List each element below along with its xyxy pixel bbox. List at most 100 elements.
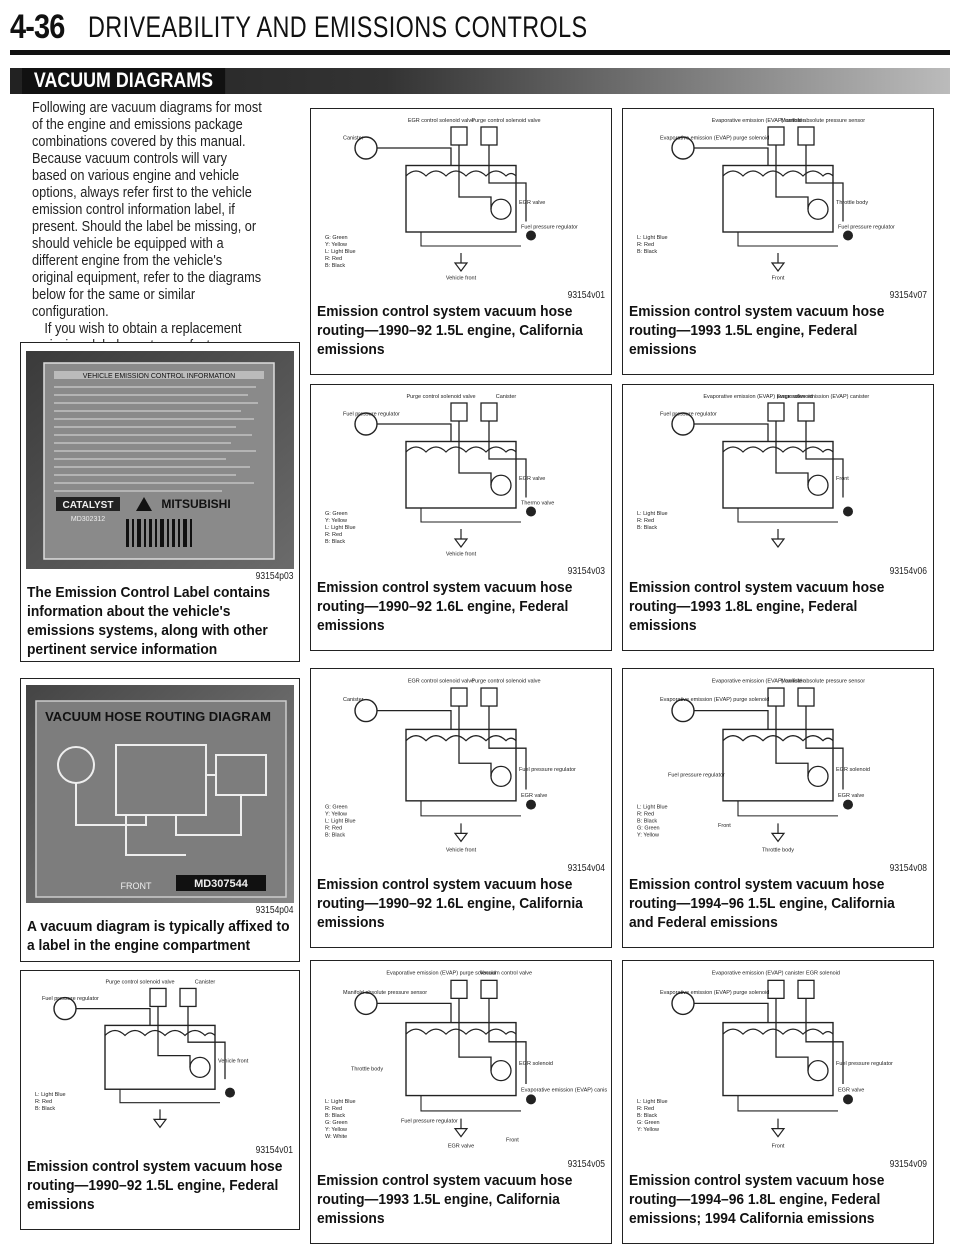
legend-item: R: Red [637, 242, 654, 248]
part-label: EGR solenoid [836, 767, 870, 773]
vacuum-hose [694, 423, 769, 442]
part-label: EGR control solenoid valve [408, 118, 474, 124]
emission-label-image: VEHICLE EMISSION CONTROL INFORMATION CAT… [26, 351, 294, 569]
part-label: Evaporative emission (EVAP) purge soleno… [703, 394, 812, 400]
figure-code: 93154v05 [567, 1159, 605, 1170]
vacuum-hose [737, 508, 838, 523]
solenoid-icon [797, 126, 815, 146]
engine-block [405, 728, 517, 802]
figure-caption: Emission control system vacuum hose rout… [27, 1158, 283, 1213]
fuel-pressure-regulator-icon [526, 799, 536, 810]
fuel-pressure-regulator-icon [526, 1094, 536, 1105]
intake-manifold [405, 170, 517, 177]
egr-valve-icon [807, 198, 829, 220]
chapter-title: DRIVEABILITY AND EMISSIONS CONTROLS [88, 11, 588, 44]
part-label: Canister [343, 697, 364, 703]
vacuum-hose [805, 706, 844, 790]
solenoid-icon [450, 979, 468, 1000]
legend-item: Y: Yellow [325, 518, 347, 524]
intake-manifold [104, 1029, 216, 1037]
legend-item: W: White [325, 1134, 347, 1140]
part-label: Fuel pressure regulator [838, 225, 895, 231]
intake-manifold [722, 1028, 834, 1035]
vacuum-hose [377, 1002, 452, 1023]
vacuum-hose [377, 147, 452, 166]
legend-item: B: Black [637, 1113, 657, 1119]
fuel-pressure-regulator-icon [843, 799, 853, 810]
solenoid-icon [179, 987, 197, 1008]
vacuum-hose [458, 421, 492, 486]
catalyst-text: CATALYST [63, 500, 114, 511]
vacuum-hose [694, 1002, 769, 1023]
part-label: Front [836, 476, 849, 482]
part-label: Fuel pressure regulator [660, 411, 717, 417]
vacuum-hose [737, 232, 838, 247]
emission-label-photo: VEHICLE EMISSION CONTROL INFORMATION CAT… [26, 351, 294, 569]
part-label: EGR control solenoid valve [408, 678, 474, 684]
solenoid-icon [450, 402, 468, 422]
figure-caption: Emission control system vacuum hose rout… [317, 876, 583, 931]
legend-item: Y: Yellow [637, 1127, 659, 1133]
legend-item: B: Black [637, 249, 657, 255]
part-label: Purge control solenoid valve [471, 678, 540, 684]
figure-code: 93154p04 [255, 905, 293, 916]
legend-item: G: Green [325, 511, 348, 517]
vacuum-diagram-drawing: Evaporative emission (EVAP) canisterMani… [637, 678, 870, 853]
fuel-pressure-regulator-icon [526, 230, 536, 241]
front-arrow-icon [770, 1118, 786, 1138]
front-arrow-icon [453, 253, 469, 272]
front-arrow-icon [770, 529, 786, 548]
part-label: Vacuum control valve [480, 971, 532, 977]
vacuum-hose [805, 145, 844, 222]
vacuum-hose [420, 508, 521, 523]
section-band: VACUUM DIAGRAMS [10, 68, 950, 94]
solenoid-icon [767, 402, 785, 422]
vacuum-diagram: Evaporative emission (EVAP) purge soleno… [315, 965, 614, 1162]
intake-manifold [405, 735, 517, 742]
engine-block [405, 440, 517, 509]
engine-block [405, 164, 517, 233]
vacuum-hose [737, 1095, 838, 1112]
vacuum-hose [488, 421, 527, 498]
vacuum-hose [805, 421, 844, 498]
photo-figure: VACUUM HOSE ROUTING DIAGRAM MD307544 FRO… [20, 678, 300, 962]
vacuum-hose [187, 1006, 226, 1080]
legend-item: L: Light Blue [637, 1099, 668, 1105]
engine-block [722, 728, 834, 802]
vacuum-hose [377, 423, 452, 442]
egr-valve-icon [490, 765, 512, 788]
legend-item: R: Red [637, 518, 654, 524]
egr-valve-icon [490, 474, 512, 496]
part-label: Thermo valve [521, 501, 554, 507]
legend-item: L: Light Blue [637, 511, 668, 517]
legend-item: L: Light Blue [637, 804, 668, 810]
front-arrow-icon [770, 823, 786, 843]
part-label: Evaporative emission (EVAP) purge soleno… [660, 697, 769, 703]
part-label: Canister [496, 394, 517, 400]
part-label: Fuel pressure regulator [836, 1061, 893, 1067]
fuel-pressure-regulator-icon [225, 1087, 235, 1098]
solenoid-icon [450, 126, 468, 146]
vacuum-hose [488, 998, 527, 1085]
vacuum-hose [775, 145, 809, 210]
legend-item: R: Red [35, 1099, 52, 1105]
part-label: Vehicle front [446, 551, 477, 557]
part-label: Evaporative emission (EVAP) purge soleno… [660, 990, 769, 996]
figure-caption: The Emission Control Label contains info… [27, 584, 271, 658]
vacuum-diagram: Evaporative emission (EVAP) purge soleno… [627, 389, 929, 569]
diagram-figure: Evaporative emission (EVAP) purge soleno… [310, 960, 614, 1244]
legend-item: B: Black [35, 1106, 55, 1112]
engine-block [722, 164, 834, 233]
header-rule [10, 50, 950, 55]
solenoid-icon [797, 979, 815, 1000]
vacuum-diagram-drawing: Evaporative emission (EVAP) purge soleno… [325, 971, 614, 1150]
